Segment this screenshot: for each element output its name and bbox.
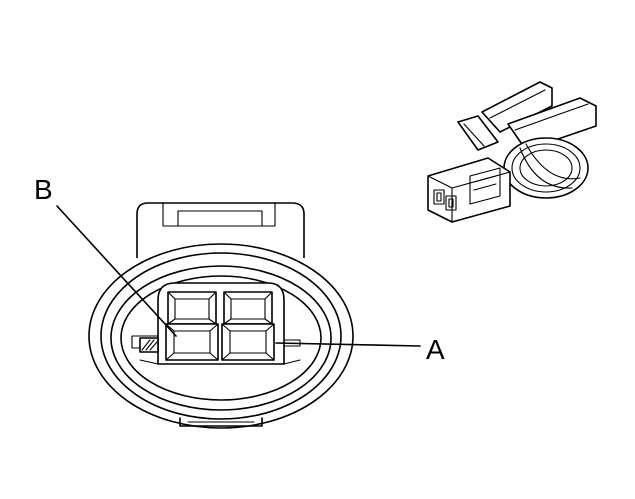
connector-face-view xyxy=(88,202,354,429)
leader-line-b xyxy=(56,205,177,337)
connector-isometric-view xyxy=(427,81,597,223)
leader-line-a xyxy=(275,342,421,347)
terminal-cavity-a xyxy=(221,291,275,361)
label-a: A xyxy=(426,334,445,365)
callout-b: B xyxy=(34,174,177,337)
callout-a: A xyxy=(275,334,445,365)
label-b: B xyxy=(34,174,53,205)
terminal-cavity-b xyxy=(165,291,219,361)
locking-tab xyxy=(136,202,305,258)
polarization-key xyxy=(139,337,159,353)
